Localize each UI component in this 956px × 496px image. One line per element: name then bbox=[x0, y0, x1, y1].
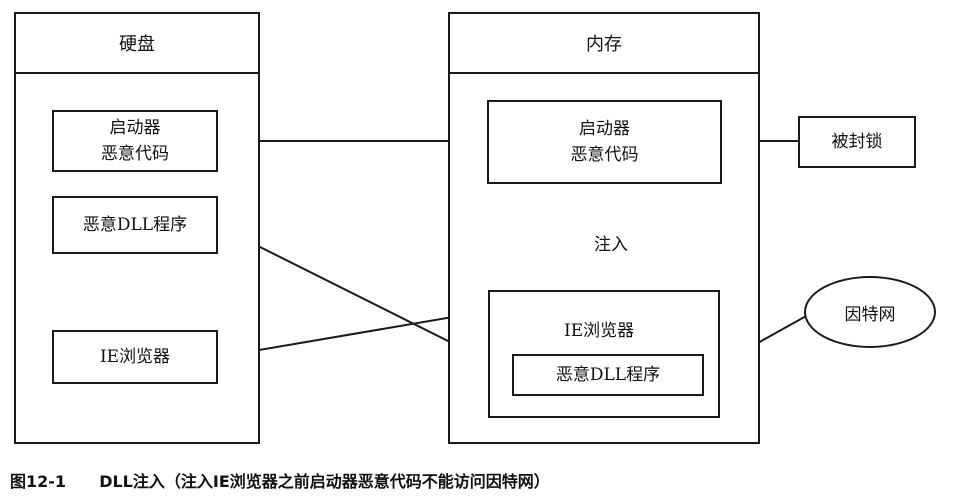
disk-malicious-dll-label: 恶意DLL程序 bbox=[82, 215, 188, 235]
disk-malicious-dll-box: 恶意DLL程序 bbox=[52, 196, 218, 254]
memory-panel-title: 内存 bbox=[450, 14, 758, 74]
disk-panel-title: 硬盘 bbox=[16, 14, 258, 74]
memory-launcher-line2: 恶意代码 bbox=[570, 145, 639, 165]
figure-number: 图12-1 bbox=[10, 472, 67, 491]
disk-launcher-line1: 启动器 bbox=[109, 118, 161, 138]
memory-ie-browser-label: IE浏览器 bbox=[564, 321, 635, 341]
blocked-label: 被封锁 bbox=[831, 132, 883, 152]
disk-ie-browser-box: IE浏览器 bbox=[52, 330, 218, 384]
blocked-box: 被封锁 bbox=[798, 116, 916, 168]
figure-caption-text: DLL注入（注入IE浏览器之前启动器恶意代码不能访问因特网） bbox=[99, 472, 550, 491]
memory-launcher-line1: 启动器 bbox=[579, 119, 630, 139]
memory-malicious-dll-box: 恶意DLL程序 bbox=[512, 354, 704, 396]
figure-caption: 图12-1 DLL注入（注入IE浏览器之前启动器恶意代码不能访问因特网） bbox=[10, 468, 550, 492]
memory-launcher-box: 启动器 恶意代码 bbox=[487, 100, 722, 184]
internet-label: 因特网 bbox=[844, 304, 896, 325]
line-disk-ie-to-memory-ie bbox=[217, 310, 489, 358]
memory-malicious-dll-label: 恶意DLL程序 bbox=[555, 365, 661, 385]
disk-ie-browser-label: IE浏览器 bbox=[99, 347, 171, 367]
disk-launcher-box: 启动器 恶意代码 bbox=[52, 110, 218, 172]
disk-launcher-line2: 恶意代码 bbox=[101, 144, 169, 164]
inject-label: 注入 bbox=[594, 235, 628, 255]
internet-ellipse: 因特网 bbox=[804, 276, 936, 348]
